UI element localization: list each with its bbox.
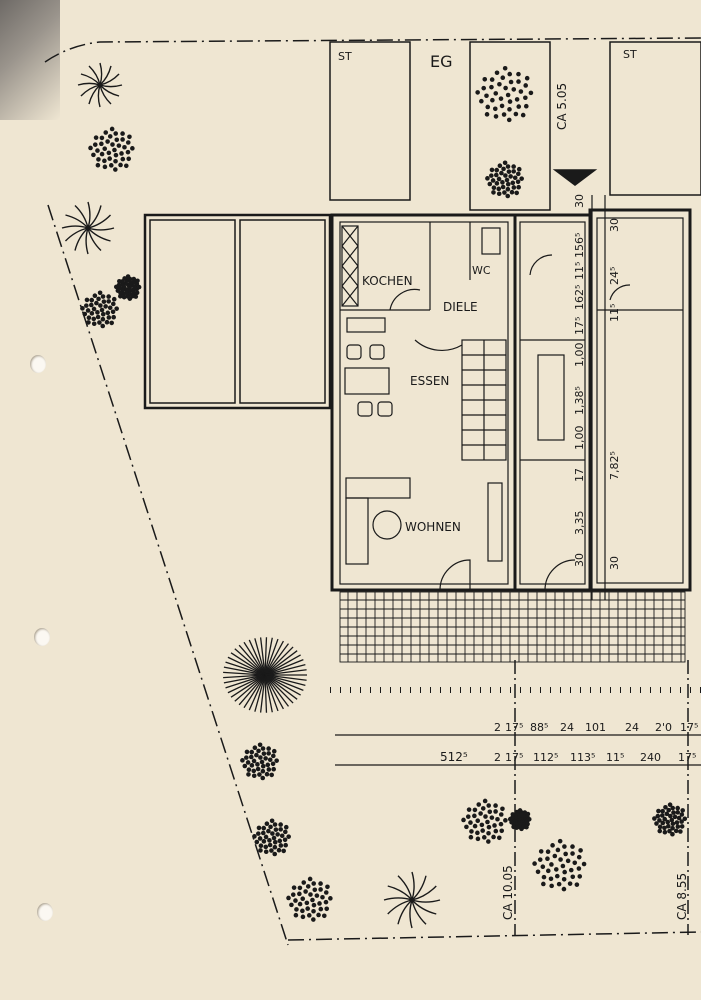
- property-line-diagonal: [47, 204, 289, 946]
- parking-label: ST: [338, 50, 352, 63]
- dimension-label: 17⁵: [505, 721, 523, 734]
- tree-icon: [652, 802, 688, 837]
- tree-icon: [88, 126, 135, 172]
- dimension-label: 7,82⁵: [608, 451, 621, 480]
- dimension-label: 30: [573, 553, 586, 567]
- dimension-label: 24: [560, 721, 574, 734]
- dimension-label: 2'0: [655, 721, 672, 734]
- entrance-arrow-icon: [552, 169, 598, 186]
- dimension-label: 30: [573, 194, 586, 208]
- tree-icon: [61, 201, 115, 255]
- dimension-label: 17⁵: [505, 751, 523, 764]
- dimension-label: 11⁵: [573, 262, 586, 280]
- dimension-label: 17⁵: [573, 317, 586, 335]
- dimension-label: 101: [585, 721, 606, 734]
- tree-icon: [383, 871, 441, 929]
- property-line-top: [44, 37, 701, 63]
- property-line-bottom: [287, 931, 701, 941]
- dimension-label: 24: [625, 721, 639, 734]
- dimension-label: 24⁵: [608, 267, 621, 285]
- punch-hole: [37, 903, 53, 921]
- trees: [61, 62, 688, 929]
- punch-hole: [30, 355, 46, 373]
- dimension-label: 156⁵: [573, 233, 586, 258]
- dimension-label: 30: [608, 556, 621, 570]
- parking-strip-center: [469, 41, 551, 211]
- room-living: WOHNEN: [405, 520, 461, 534]
- tree-icon: [113, 274, 142, 301]
- tree-icon: [286, 876, 333, 922]
- dimension-label: 11⁵: [608, 304, 621, 322]
- tree-icon: [461, 798, 508, 844]
- tree-icon: [240, 742, 279, 781]
- room-dining: ESSEN: [410, 374, 449, 388]
- dimension-label: 3,35: [573, 511, 586, 536]
- dimension-label: 2: [494, 751, 501, 764]
- dimension-label: 11⁵: [606, 751, 624, 764]
- depth-label: CA 8.55: [675, 873, 689, 920]
- dimension-label: 17⁵: [680, 721, 698, 734]
- tree-icon: [485, 160, 524, 199]
- dimension-label: 1,38⁵: [573, 386, 586, 415]
- dimension-label: 2: [494, 721, 501, 734]
- house-outline: [330, 208, 692, 592]
- depth-label: CA 10.05: [501, 865, 515, 920]
- floor-label: EG: [430, 52, 453, 71]
- tree-icon: [475, 65, 534, 123]
- room-kitchen: KOCHEN: [362, 274, 413, 288]
- parking-label: ST: [623, 48, 637, 61]
- dimension-label: 162⁵: [573, 285, 586, 310]
- dimension-label: 1,00: [573, 343, 586, 368]
- depth-label: CA 5.05: [555, 83, 569, 130]
- dimension-left-width: 512⁵: [440, 750, 468, 764]
- dimension-label: 17⁵: [678, 751, 696, 764]
- dimension-label: 30: [608, 218, 621, 232]
- dimension-label: 1,00: [573, 426, 586, 451]
- parking-space-left: [329, 41, 411, 201]
- dimension-label: 113⁵: [570, 751, 595, 764]
- garage: [143, 213, 332, 410]
- punch-hole: [34, 628, 50, 646]
- dimension-label: 240: [640, 751, 661, 764]
- terrace-paving: [339, 591, 686, 663]
- tree-icon: [77, 62, 123, 108]
- dimension-label: 17: [573, 468, 586, 482]
- scan-shadow: [0, 0, 60, 120]
- dimension-label: 112⁵: [533, 751, 558, 764]
- dimension-label: 88⁵: [530, 721, 548, 734]
- tree-icon: [223, 637, 307, 713]
- parking-space-right: [609, 41, 701, 196]
- room-hall: DIELE: [443, 300, 478, 314]
- tree-icon: [532, 838, 587, 892]
- tree-icon: [252, 818, 291, 857]
- tree-icon: [80, 290, 119, 329]
- dimension-lines: [330, 195, 701, 766]
- room-wc: WC: [472, 264, 491, 277]
- tree-icon: [507, 808, 532, 832]
